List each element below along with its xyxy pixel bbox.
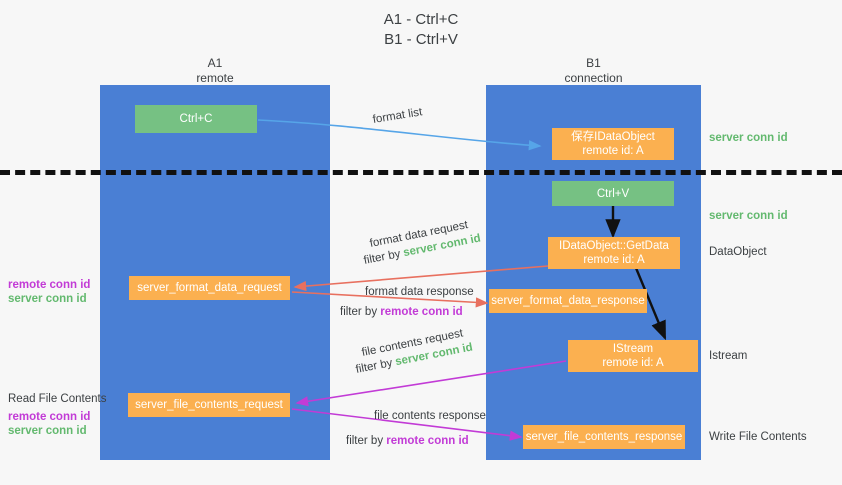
lane-a1-sub: remote	[196, 71, 234, 85]
node-ctrl-v[interactable]: Ctrl+V	[552, 181, 674, 206]
node-save-idataobject-line2: remote id: A	[582, 145, 644, 157]
label-server-conn-id-top: server conn id	[709, 132, 788, 144]
label-server-conn-id-left-1: server conn id	[8, 293, 87, 305]
label-format-data-response: format data response	[365, 286, 474, 298]
file-contents-response-filter-prefix: filter by	[346, 435, 387, 447]
node-server-file-contents-request[interactable]: server_file_contents_request	[128, 393, 290, 417]
node-server-format-data-request-label: server_format_data_request	[137, 282, 282, 294]
node-getdata[interactable]: IDataObject::GetData remote id: A	[548, 237, 680, 269]
node-getdata-line1: IDataObject::GetData	[559, 240, 669, 252]
label-dataobject: DataObject	[709, 246, 767, 258]
page-title: A1 - Ctrl+C B1 - Ctrl+V	[0, 10, 842, 50]
node-save-idataobject-line1: 保存IDataObject	[571, 131, 655, 143]
label-file-contents-response-filter: filter by remote conn id	[346, 434, 469, 449]
node-server-format-data-response[interactable]: server_format_data_response	[489, 289, 647, 313]
label-server-conn-id-mid: server conn id	[709, 210, 788, 222]
lane-a1-name: A1	[207, 56, 223, 70]
node-server-file-contents-response-label: server_file_contents_response	[525, 431, 683, 443]
file-contents-request-filter-prefix: filter by	[354, 356, 397, 376]
title-line-1: A1 - Ctrl+C	[383, 11, 459, 28]
label-remote-conn-id-left-1: remote conn id	[8, 279, 91, 291]
node-server-format-data-response-label: server_format_data_response	[491, 295, 645, 307]
title-line-2: B1 - Ctrl+V	[384, 31, 458, 48]
lane-header-b1: B1 connection	[486, 56, 701, 86]
lane-header-a1: A1 remote	[100, 56, 330, 86]
label-format-data-response-filter: filter by remote conn id	[340, 305, 463, 320]
label-format-list: format list	[371, 106, 424, 126]
node-ctrl-v-line1: Ctrl+V	[596, 187, 630, 200]
node-server-format-data-request[interactable]: server_format_data_request	[129, 276, 290, 300]
node-save-idataobject[interactable]: 保存IDataObject remote id: A	[552, 128, 674, 160]
format-data-request-filter-prefix: filter by	[362, 247, 405, 267]
file-contents-response-filter-key: remote conn id	[386, 435, 469, 447]
lane-b1-sub: connection	[564, 71, 623, 85]
node-getdata-line2: remote id: A	[583, 254, 645, 266]
label-istream: Istream	[709, 350, 748, 362]
node-istream[interactable]: IStream remote id: A	[568, 340, 698, 372]
label-file-contents-response: file contents response	[374, 410, 486, 422]
node-ctrl-c[interactable]: Ctrl+C	[135, 105, 257, 133]
node-istream-line1: IStream	[612, 343, 654, 355]
lane-b1-name: B1	[586, 56, 601, 70]
label-server-conn-id-left-2: server conn id	[8, 425, 87, 437]
format-data-response-filter-key: remote conn id	[380, 306, 463, 318]
label-write-file-contents: Write File Contents	[709, 431, 807, 443]
node-server-file-contents-response[interactable]: server_file_contents_response	[523, 425, 685, 449]
phase-separator	[0, 170, 842, 175]
label-remote-conn-id-left-2: remote conn id	[8, 411, 91, 423]
node-server-file-contents-request-label: server_file_contents_request	[135, 399, 283, 411]
node-ctrl-c-line1: Ctrl+C	[179, 113, 213, 125]
label-read-file-contents: Read File Contents	[8, 393, 107, 405]
format-data-response-filter-prefix: filter by	[340, 306, 381, 318]
node-istream-line2: remote id: A	[602, 357, 664, 369]
